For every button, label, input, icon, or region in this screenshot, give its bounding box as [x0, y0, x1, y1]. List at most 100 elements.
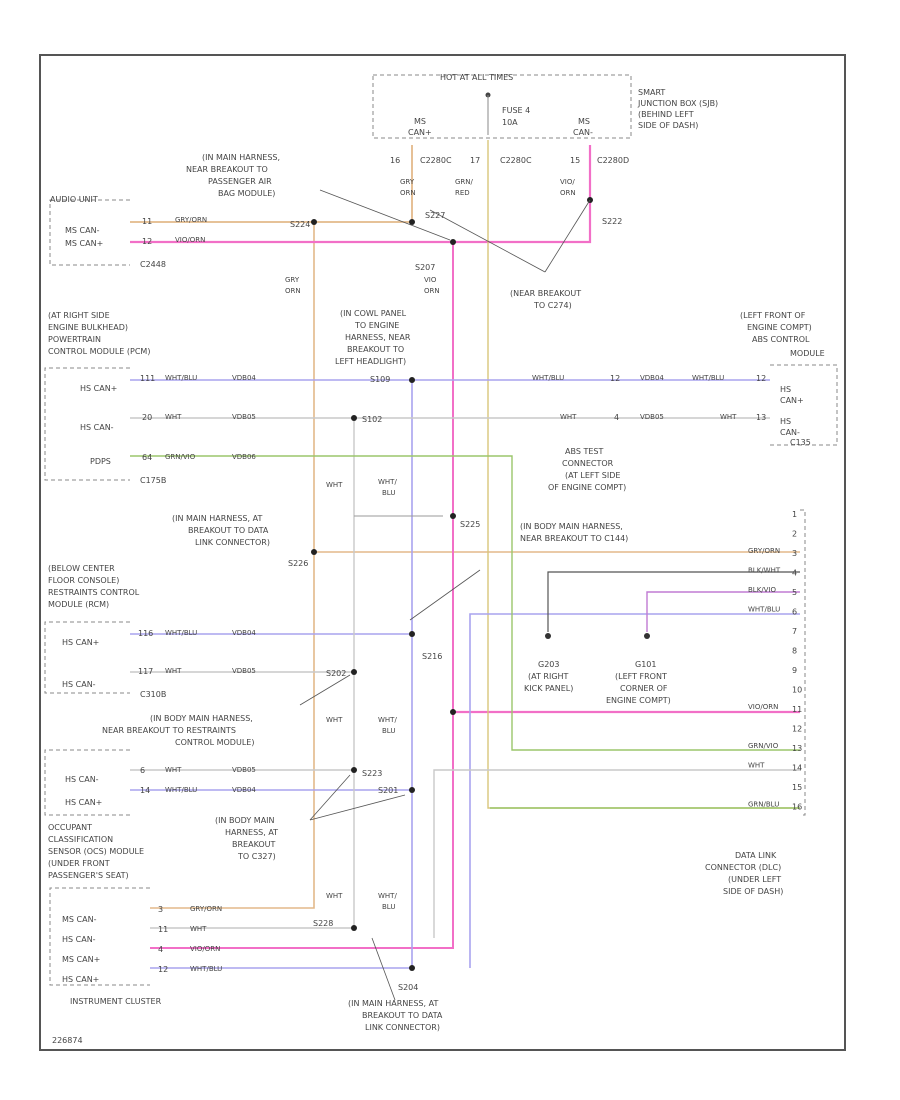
note-dlc1-1: (IN MAIN HARNESS, AT — [172, 514, 262, 523]
vlbl-gry-left: GRY — [285, 276, 300, 284]
pcm-circ-2: VDB05 — [232, 413, 256, 421]
ocs-wire-1: WHT — [165, 766, 182, 774]
note-cowl-1: (IN COWL PANEL — [340, 309, 407, 318]
ocs-title-5: PASSENGER'S SEAT) — [48, 871, 129, 880]
ocs-pin-1-num: 6 — [140, 766, 145, 775]
abs-pin-1-label2: CAN+ — [780, 396, 804, 405]
wire-ground-g101 — [646, 591, 800, 632]
sjb-pin-left: MS — [414, 117, 426, 126]
ocs-title-4: (UNDER FRONT — [48, 859, 110, 868]
rcm-pin-2-label: HS CAN- — [62, 680, 96, 689]
abs-test-1: ABS TEST — [565, 447, 603, 456]
rcm-wire-2: WHT — [165, 667, 182, 675]
leader-5 — [309, 774, 351, 821]
pcm-module: (AT RIGHT SIDE ENGINE BULKHEAD) POWERTRA… — [44, 311, 256, 485]
ipc-title: INSTRUMENT CLUSTER — [70, 997, 162, 1006]
dlc-pin-10: 10 — [792, 686, 802, 695]
note-cowl-4: BREAKOUT TO — [347, 345, 404, 354]
splice-s227: S227 — [425, 211, 445, 220]
node-s203 — [450, 709, 456, 715]
pcm-wire-2: WHT — [165, 413, 182, 421]
note-cowl-5: LEFT HEADLIGHT) — [335, 357, 406, 366]
pcm-pin-1-num: 111 — [140, 374, 155, 383]
pcm-circ-1: VDB04 — [232, 374, 256, 382]
ground-g203 — [545, 633, 551, 639]
dlc-pin-3: 3 — [792, 549, 797, 558]
splice-s225: S225 — [460, 520, 480, 529]
sjb-pin-left2: CAN+ — [408, 128, 432, 137]
vlbl-whtblu-1: WHT/ — [378, 478, 397, 486]
sjb-fuse-label: FUSE 4 — [502, 106, 530, 115]
note-c327-1: (IN BODY MAIN — [215, 816, 275, 825]
dlc-title-2: CONNECTOR (DLC) — [705, 863, 781, 872]
dlc-title-4: SIDE OF DASH) — [723, 887, 783, 896]
note-dlc2-2: BREAKOUT TO DATA — [362, 1011, 443, 1020]
node-s224 — [311, 219, 317, 225]
splice-s216: S216 — [422, 652, 442, 661]
note-c327-2: HARNESS, AT — [225, 828, 278, 837]
leader-6 — [309, 794, 406, 821]
wire-hs-can-plus-ipc — [150, 380, 413, 969]
rcm-circ-1: VDB04 — [232, 629, 256, 637]
diagram-border — [39, 54, 846, 1051]
note-airbag-3: PASSENGER AIR — [208, 177, 272, 186]
ocs-circ-2: VDB04 — [232, 786, 256, 794]
vlbl-grn: GRN/ — [455, 178, 474, 186]
node-s225 — [450, 513, 456, 519]
rcm-circ-2: VDB05 — [232, 667, 256, 675]
ipc-pin-4-num: 12 — [158, 965, 168, 974]
abs-pin-2-num: 13 — [756, 413, 766, 422]
audio-pin-1-num: 11 — [142, 217, 152, 226]
vertical-wire-labels: GRY ORN GRN/ RED VIO/ ORN GRY ORN VIO OR… — [285, 178, 576, 911]
abs-wire-left-2: WHT — [560, 413, 577, 421]
leader-4 — [299, 674, 351, 706]
rcm-title-3: RESTRAINTS CONTROL — [48, 588, 140, 597]
dlc-wire-4: BLK/WHT — [748, 567, 781, 575]
vlbl-blu-2: BLU — [382, 727, 395, 735]
abs-wire-right-2: WHT — [720, 413, 737, 421]
vlbl-whtblu-3: WHT/ — [378, 892, 397, 900]
vlbl-orn-left: ORN — [285, 287, 301, 295]
abs-title-3: ABS CONTROL — [752, 335, 810, 344]
rcm-pin-1-num: 116 — [138, 629, 153, 638]
vlbl-blu-3: BLU — [382, 903, 395, 911]
ipc-pin-1-label: MS CAN- — [62, 915, 97, 924]
audio-pin-2-num: 12 — [142, 237, 152, 246]
note-c274-1: (NEAR BREAKOUT — [510, 289, 581, 298]
dlc-wire-6: WHT/BLU — [748, 606, 780, 614]
pcm-title-1: (AT RIGHT SIDE — [48, 311, 110, 320]
abs-pin-2-label2: CAN- — [780, 428, 800, 437]
dlc-pin-6: 6 — [792, 608, 797, 617]
smart-junction-box: HOT AT ALL TIMES FUSE 4 10A SMART JUNCTI… — [372, 73, 718, 165]
pcm-pin-3-label: PDPS — [90, 457, 111, 466]
sjb-hot-label: HOT AT ALL TIMES — [440, 73, 513, 82]
diagram-id: 226874 — [52, 1036, 83, 1045]
audio-wire-1: GRY/ORN — [175, 216, 207, 224]
note-dlc2-1: (IN MAIN HARNESS, AT — [348, 999, 438, 1008]
note-dlc2-3: LINK CONNECTOR) — [365, 1023, 440, 1032]
vlbl-gry-top: GRY — [400, 178, 415, 186]
vlbl-wht-3: WHT — [326, 892, 343, 900]
pcm-title-3: POWERTRAIN — [48, 335, 101, 344]
dlc-pin-8: 8 — [792, 647, 797, 656]
note-dlc1-3: LINK CONNECTOR) — [195, 538, 270, 547]
wire-ms-can-minus-ipc — [150, 222, 315, 909]
note-airbag-2: NEAR BREAKOUT TO — [186, 165, 268, 174]
g101-desc-1: (LEFT FRONT — [615, 672, 667, 681]
dlc-title-3: (UNDER LEFT — [728, 875, 781, 884]
ipc-wire-1: GRY/ORN — [190, 905, 222, 913]
vlbl-wht-1: WHT — [326, 481, 343, 489]
abs-title-4: MODULE — [790, 349, 825, 358]
abs-conn: C135 — [790, 438, 811, 447]
sjb-pin-right: MS — [578, 117, 590, 126]
ocs-title-2: CLASSIFICATION — [48, 835, 113, 844]
ocs-module: HS CAN- HS CAN+ 6 14 WHT VDB05 WHT/BLU V… — [44, 749, 256, 880]
vlbl-orn-mid: ORN — [424, 287, 440, 295]
dlc-pin-15: 15 — [792, 783, 802, 792]
sjb-c1-conn: C2280C — [420, 156, 452, 165]
pcm-wire-3: GRN/VIO — [165, 453, 196, 461]
audio-conn: C2448 — [140, 260, 166, 269]
leader-3 — [409, 569, 481, 621]
abs-pin-1-label: HS — [780, 385, 791, 394]
